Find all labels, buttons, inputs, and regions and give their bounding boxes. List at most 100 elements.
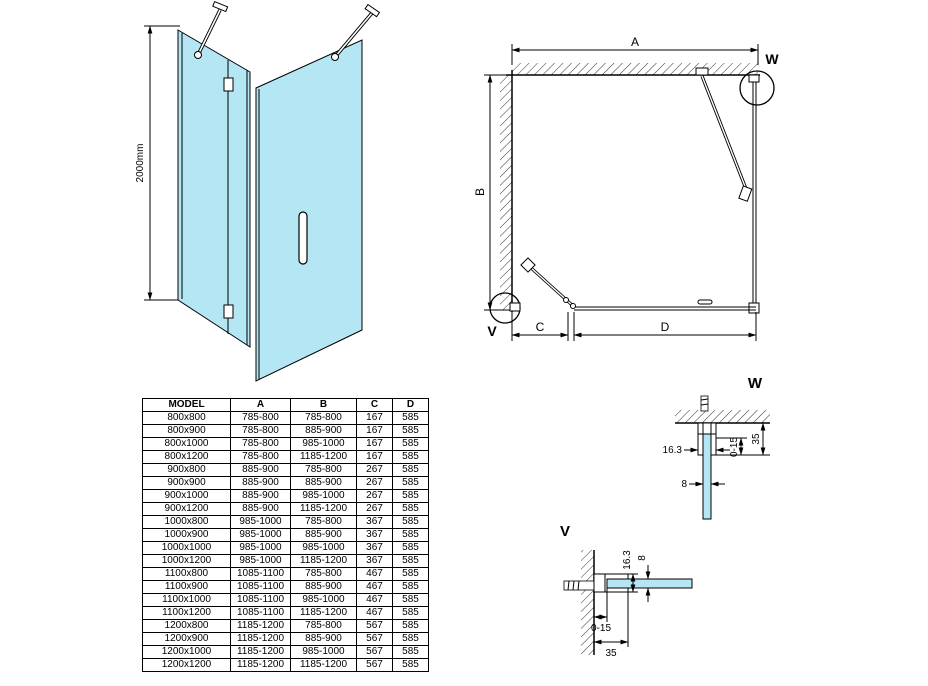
- table-cell: 585: [392, 619, 429, 633]
- table-cell: 800x1000: [142, 437, 231, 451]
- table-cell: 1000x800: [142, 515, 231, 529]
- table-cell: 985-1000: [230, 528, 291, 542]
- left-glass: [177, 29, 251, 348]
- table-cell: 1100x800: [142, 567, 231, 581]
- left-glass-panel: [177, 29, 251, 348]
- table-cell: 1200x900: [142, 632, 231, 646]
- table-cell: 585: [392, 541, 429, 555]
- table-cell: 900x1200: [142, 502, 231, 516]
- table-cell: 1085-1100: [230, 580, 291, 594]
- height-dimension: 2000mm: [135, 25, 180, 301]
- table-cell: 900x1000: [142, 489, 231, 503]
- table-cell: 567: [356, 645, 393, 659]
- wall-bracket: [748, 74, 760, 83]
- table-cell: 567: [356, 658, 393, 672]
- total-label: 35: [751, 433, 762, 445]
- table-cell: 1000x1200: [142, 554, 231, 568]
- table-cell: 985-1000: [230, 515, 291, 529]
- table-cell: 1200x1000: [142, 645, 231, 659]
- table-cell: 585: [392, 424, 429, 438]
- dimension-c: C: [511, 312, 569, 341]
- col-header-a: A: [230, 398, 291, 412]
- table-cell: 985-1000: [290, 489, 357, 503]
- table-cell: 885-900: [230, 463, 291, 477]
- table-cell: 567: [356, 619, 393, 633]
- adjustment-label: 0-15: [729, 437, 740, 457]
- table-cell: 885-900: [230, 476, 291, 490]
- table-cell: 467: [356, 567, 393, 581]
- detail-v-view: V 16.3 8: [560, 523, 693, 659]
- detail-v-marker-label: V: [487, 323, 497, 339]
- dimension-b-label: B: [473, 188, 487, 196]
- dimension-a-label: A: [631, 35, 639, 49]
- wall-mount-plate: [364, 3, 381, 18]
- detail-v-reference: V: [487, 292, 521, 339]
- table-cell: 800x1200: [142, 450, 231, 464]
- table-cell: 900x800: [142, 463, 231, 477]
- table-cell: 785-800: [230, 411, 291, 425]
- col-header-model: MODEL: [142, 398, 231, 412]
- detail-w-view: W 16.3 8: [663, 375, 770, 520]
- table-cell: 985-1000: [290, 541, 357, 555]
- glass-section: [702, 433, 712, 520]
- dimension-b: B: [473, 74, 510, 311]
- table-cell: 985-1000: [290, 645, 357, 659]
- hinge-pin: [570, 303, 576, 309]
- right-glass: [255, 39, 363, 382]
- corner-joint: [748, 302, 760, 314]
- side-panel-plan: [748, 74, 760, 314]
- col-header-c: C: [356, 398, 393, 412]
- table-cell: 1085-1100: [230, 593, 291, 607]
- wall-mount-plate: [212, 0, 229, 13]
- table-cell: 585: [392, 606, 429, 620]
- table-cell: 785-800: [290, 515, 357, 529]
- profile-width-dimension: 16.3: [663, 445, 730, 456]
- table-cell: 585: [392, 554, 429, 568]
- door-handle: [298, 211, 308, 265]
- top-hinge: [223, 77, 234, 92]
- adjustment-label: 0-15: [591, 623, 611, 634]
- total-dimension: 35: [593, 592, 629, 659]
- table-cell: 467: [356, 593, 393, 607]
- profile-width-label: 16.3: [622, 550, 633, 570]
- table-cell: 585: [392, 658, 429, 672]
- table-cell: 785-800: [290, 411, 357, 425]
- table-cell: 467: [356, 580, 393, 594]
- dimension-c-label: C: [536, 320, 545, 334]
- table-cell: 585: [392, 411, 429, 425]
- detail-w-title: W: [748, 375, 763, 392]
- table-cell: 885-900: [290, 528, 357, 542]
- table-cell: 900x900: [142, 476, 231, 490]
- glass-section: [606, 578, 693, 589]
- open-door-plan: [520, 257, 576, 309]
- glass-thickness-dimension: 8: [681, 479, 725, 490]
- table-cell: 985-1000: [290, 437, 357, 451]
- front-panel-plan: [574, 299, 756, 311]
- glass-thickness-dimension: 8: [637, 555, 652, 602]
- table-cell: 785-800: [290, 463, 357, 477]
- table-cell: 785-800: [290, 619, 357, 633]
- table-cell: 1185-1200: [290, 606, 357, 620]
- table-cell: 785-800: [230, 424, 291, 438]
- adjustment-dimension: 0-15: [591, 588, 611, 634]
- table-cell: 267: [356, 476, 393, 490]
- table-cell: 1100x900: [142, 580, 231, 594]
- table-cell: 1185-1200: [290, 450, 357, 464]
- left-wall: [500, 70, 513, 312]
- table-cell: 800x900: [142, 424, 231, 438]
- table-cell: 1000x900: [142, 528, 231, 542]
- dimension-a: A: [511, 35, 759, 65]
